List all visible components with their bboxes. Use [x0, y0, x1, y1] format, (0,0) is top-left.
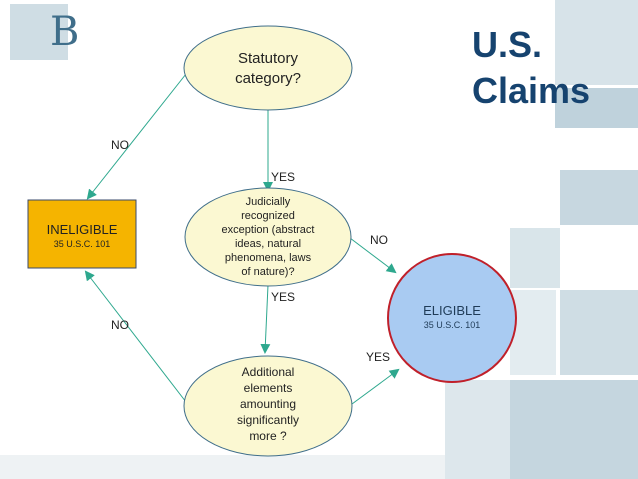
edge-additional-yes [351, 368, 400, 405]
eligible-subtitle: 35 U.S.C. 101 [423, 320, 481, 330]
edge-label-additional-no: NO [111, 318, 129, 332]
background-tile [0, 455, 445, 479]
node-ineligible-box [27, 199, 137, 269]
eligible-title: ELIGIBLE [423, 303, 481, 318]
title-line-1: U.S. [472, 24, 543, 65]
background-tile [510, 290, 556, 375]
edge-label-judicial-yes: YES [271, 290, 296, 304]
ineligible-title: INELIGIBLE [46, 222, 118, 237]
edge-label-statutory-yes: YES [271, 170, 296, 184]
edge-label-additional-yes: YES [366, 350, 391, 364]
node-eligible-circle [387, 253, 517, 383]
edge-statutory-no [86, 73, 187, 200]
edge-label-statutory-no: NO [111, 138, 129, 152]
edge-judicial-yes [260, 284, 271, 354]
node-statutory-label: Statutory category? [235, 50, 301, 87]
edge-judicial-no [349, 237, 397, 274]
background-tile [555, 0, 638, 85]
logo-letter: B [50, 9, 80, 55]
edge-additional-no [84, 270, 187, 403]
ineligible-subtitle: 35 U.S.C. 101 [53, 239, 111, 249]
title-line-2: Claims [472, 70, 591, 111]
node-eligible-label: ELIGIBLE 35 U.S.C. 101 [392, 303, 512, 331]
node-additional-ellipse [183, 355, 353, 457]
background-tile [560, 290, 638, 375]
node-additional-label: Additional elements amounting significan… [236, 365, 300, 443]
logo: B [10, 4, 79, 60]
background-tile [510, 380, 638, 479]
node-statutory-ellipse [183, 25, 353, 111]
node-ineligible-label: INELIGIBLE 35 U.S.C. 101 [28, 222, 136, 250]
background-tile [555, 88, 638, 128]
background-tile [560, 170, 638, 225]
background-tile [510, 228, 560, 288]
page-title: U.S. Claims [472, 22, 632, 114]
node-judicial-ellipse [184, 187, 352, 287]
edge-label-judicial-no: NO [370, 233, 388, 247]
node-judicial-label: Judicially recognized exception (abstrac… [221, 196, 315, 278]
